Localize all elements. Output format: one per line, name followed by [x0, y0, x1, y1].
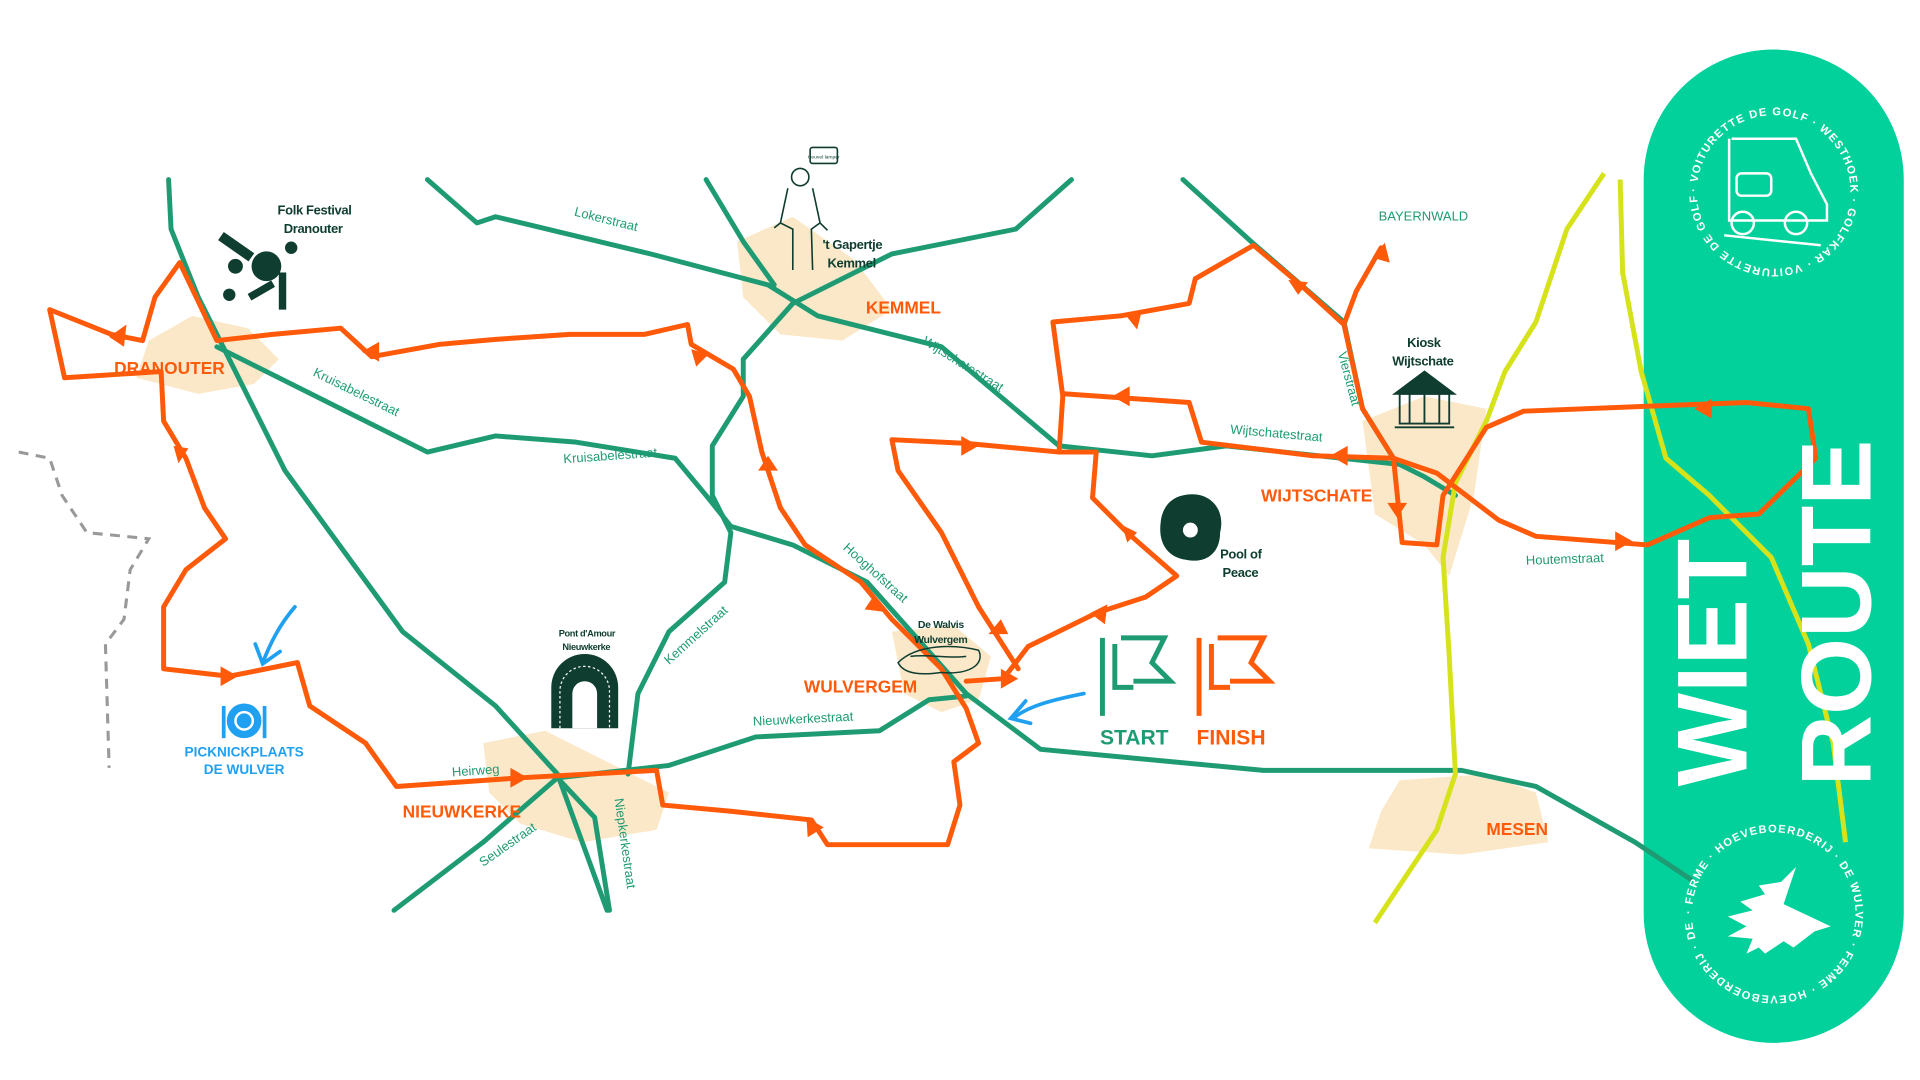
- street-vierstraat: Vierstraat: [1335, 350, 1364, 408]
- town-dranouter: DRANOUTER: [114, 358, 225, 378]
- poi-pool-line2: Peace: [1223, 565, 1259, 580]
- wolf-head-icon: [1727, 866, 1831, 954]
- poi-folk-festival-line2: Dranouter: [284, 221, 343, 236]
- street-nieuwkerkestraat: Nieuwkerkestraat: [753, 709, 854, 729]
- poi-walvis-line2: Wulvergem: [914, 634, 967, 646]
- golfkar-logo: · VOITURETTE DE GOLF · WESTHOEK · GOLFKA…: [0, 0, 1860, 278]
- street-lokerstraat: Lokerstraat: [573, 204, 640, 234]
- poi-walvis-line1: De Walvis: [918, 619, 964, 631]
- poi-pool-line1: Pool of: [1220, 547, 1262, 562]
- start-marker-icon: [1099, 635, 1177, 716]
- pont-damour-arch-icon: [551, 653, 619, 729]
- town-kemmel: KEMMEL: [866, 297, 941, 317]
- golfkar-ring-text: · VOITURETTE DE GOLF · WESTHOEK · GOLFKA…: [0, 0, 1860, 278]
- kiosk-icon: [1391, 370, 1457, 429]
- yellow-line-2: [1617, 179, 1849, 843]
- street-seulestraat: Seulestraat: [476, 819, 539, 869]
- wulver-logo: · FERME · HOEVEBOERDERIJ · DE WULVER · F…: [0, 0, 1865, 1005]
- town-wulvergem: WULVERGEM: [804, 676, 917, 696]
- start-pointer-arrow: [1007, 691, 1086, 726]
- poi-kiosk-line1: Kiosk: [1407, 335, 1442, 350]
- street-kruisabelestraat-2: Kruisabelestraat: [563, 445, 658, 467]
- title-wiet: WIET: [1656, 539, 1767, 787]
- poi-kiosk-line2: Wijtschate: [1392, 353, 1453, 368]
- wulver-ring-text: · FERME · HOEVEBOERDERIJ · DE WULVER · F…: [0, 0, 1865, 1005]
- village-areas: [136, 216, 1549, 855]
- gapertje-figure-icon: [773, 146, 839, 271]
- poi-picnic-line1: PICKNICKPLAATS: [185, 745, 304, 760]
- street-kemmelstraat: Kemmelstraat: [661, 602, 731, 667]
- walvis-sculpture-icon: [897, 645, 981, 675]
- street-heirweg: Heirweg: [451, 761, 500, 779]
- street-wijtschatestraat-1: Wijtschatestraat: [920, 333, 1007, 395]
- poi-picnic-line2: DE WULVER: [204, 762, 285, 777]
- finish-marker-icon: [1196, 635, 1276, 716]
- poi-folk-festival-line1: Folk Festival: [278, 202, 352, 217]
- poi-gapertje-line2: Kemmel: [827, 256, 875, 271]
- poi-pont-line1: Pont d'Amour: [559, 629, 616, 639]
- start-label: START: [1100, 726, 1169, 749]
- street-houtemstraat: Houtemstraat: [1526, 550, 1605, 568]
- poi-gapertje-line1: 't Gapertje: [823, 237, 883, 252]
- route-direction-arrows: [109, 242, 1712, 838]
- gapertje-speech-bubble: Heuvel lamper: [808, 155, 840, 161]
- picnic-pointer-arrow: [253, 605, 297, 667]
- route-lines: [47, 242, 1819, 848]
- country-border: [18, 450, 152, 768]
- yellow-line-1: [1372, 172, 1607, 925]
- street-wijtschatestraat-2: Wijtschatestraat: [1230, 422, 1324, 445]
- picnic-plate-icon: [221, 703, 267, 739]
- golf-cart-icon: [1724, 137, 1829, 247]
- town-nieuwkerke: NIEUWKERKE: [403, 801, 521, 821]
- title-route: ROUTE: [1780, 440, 1891, 787]
- finish-label: FINISH: [1197, 726, 1266, 749]
- poi-pont-line2: Nieuwkerke: [562, 642, 610, 652]
- town-wijtschate: WIJTSCHATE: [1261, 486, 1372, 506]
- folk-festival-icon: [218, 231, 298, 310]
- street-kruisabelestraat-1: Kruisabelestraat: [311, 364, 402, 419]
- town-bayernwald: BAYERNWALD: [1379, 208, 1469, 223]
- town-mesen: MESEN: [1486, 819, 1548, 839]
